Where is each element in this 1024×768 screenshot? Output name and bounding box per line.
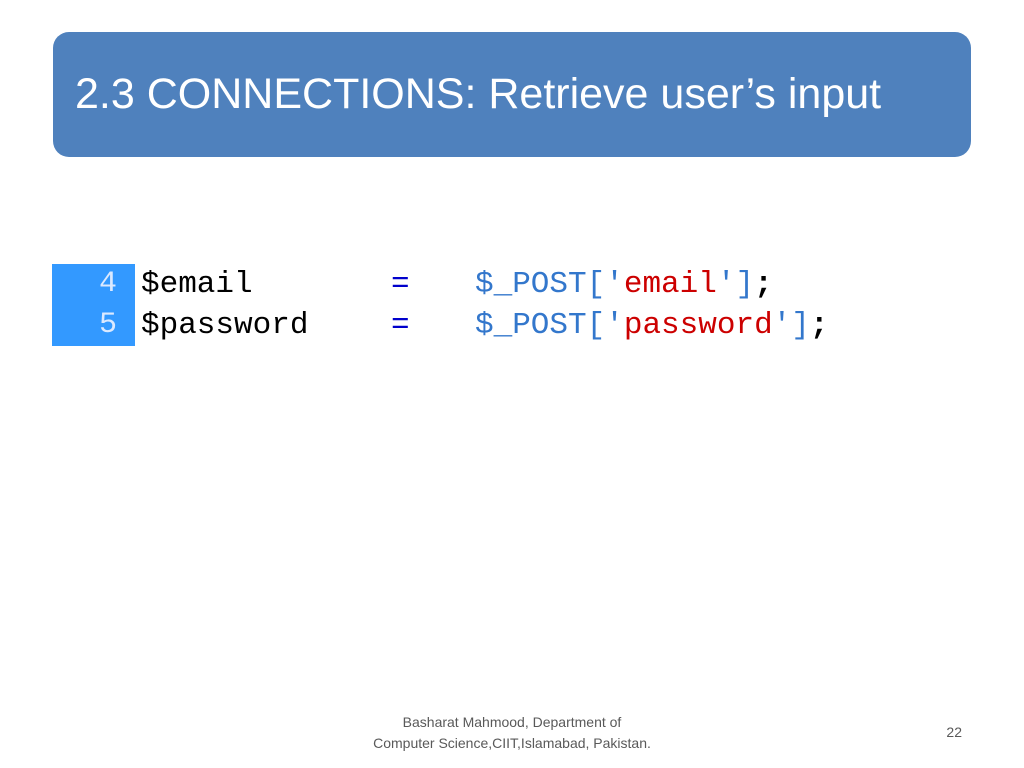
code-operator: = — [391, 308, 410, 343]
code-open-bracket: [' — [586, 267, 624, 302]
code-operator: = — [391, 267, 410, 302]
code-string-key: email — [623, 267, 717, 302]
code-superglobal: $_POST — [475, 267, 587, 302]
code-variable: $email — [141, 267, 253, 302]
footer-line-author: Basharat Mahmood, Department of — [402, 714, 622, 730]
slide-page-number: 22 — [946, 724, 962, 740]
code-terminator: ; — [754, 267, 773, 302]
line-number: 5 — [52, 305, 135, 346]
slide-footer: Basharat Mahmood, Department of Computer… — [312, 712, 712, 754]
code-string-key: password — [623, 308, 773, 343]
code-variable: $password — [141, 308, 309, 343]
code-terminator: ; — [809, 308, 829, 343]
footer-line-institution: Computer Science,CIIT,Islamabad, Pakista… — [373, 735, 651, 751]
code-superglobal: $_POST — [475, 308, 587, 343]
code-close-bracket: '] — [716, 267, 755, 302]
code-open-bracket: [' — [586, 308, 624, 343]
code-line: $email = $_POST['email']; — [135, 264, 773, 305]
code-line: $password = $_POST['password']; — [135, 305, 829, 346]
slide-title: 2.3 CONNECTIONS: Retrieve user’s input — [75, 70, 882, 118]
code-line-row: 5 $password = $_POST['password']; — [52, 305, 829, 346]
code-close-bracket: '] — [772, 308, 810, 343]
slide-title-bar: 2.3 CONNECTIONS: Retrieve user’s input — [53, 32, 971, 157]
line-number: 4 — [52, 264, 135, 305]
code-snippet: 4 $email=$_POST['email']; 5 $password=$_… — [52, 264, 829, 346]
code-line-row: 4 $email = $_POST['email']; — [52, 264, 829, 305]
